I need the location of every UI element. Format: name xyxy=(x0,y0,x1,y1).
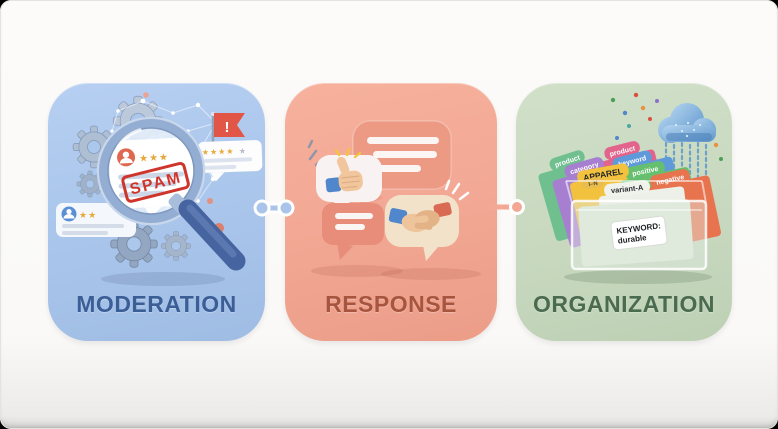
accent-dot xyxy=(143,92,149,98)
review-bubble-right: ★★★★ ★ xyxy=(197,140,263,182)
data-dots xyxy=(610,92,723,161)
lens-content: ★★★ SPAM xyxy=(108,136,195,215)
card-response-label: RESPONSE xyxy=(325,291,457,317)
card-organization: product product keyword category positiv… xyxy=(516,83,732,341)
card-response: RESPONSE xyxy=(285,83,497,341)
rating-stars-gold: ★★★★ xyxy=(202,147,235,157)
cloud-data-bits xyxy=(674,121,702,138)
folder-tab-label: I–N xyxy=(588,181,598,189)
card-organization-label: ORGANIZATION xyxy=(533,291,715,317)
folder-tab-label: variant-A xyxy=(610,183,644,195)
bin-shadow xyxy=(564,270,712,284)
magnifier-icon xyxy=(96,116,246,271)
moderation-illustration: ! ★★★★ ★ ★★ xyxy=(56,92,263,286)
connector-dumbbell-icon xyxy=(253,199,295,217)
bubble-shadow xyxy=(381,268,481,280)
sparkle-icon xyxy=(334,147,362,159)
cloud-icon xyxy=(658,103,716,143)
alert-flag-icon: ! xyxy=(211,112,245,147)
thumbs-up-icon xyxy=(325,156,363,193)
folder-tabs: product product keyword category positiv… xyxy=(549,141,690,197)
magnifier-shadow xyxy=(101,272,225,286)
storage-bin: KEYWORD: durable xyxy=(565,180,708,271)
gear-icon xyxy=(161,231,191,261)
organization-illustration: product product keyword category positiv… xyxy=(538,92,723,284)
rating-stars-gold: ★★★ xyxy=(139,152,169,165)
card-moderation: ! ★★★★ ★ ★★ xyxy=(48,83,265,341)
rating-stars-gold: ★★ xyxy=(79,211,97,221)
card-moderation-label: MODERATION xyxy=(76,291,237,317)
handshake-icon xyxy=(388,202,452,233)
keyword-label-line2: durable xyxy=(617,233,647,246)
keyword-label: KEYWORD: durable xyxy=(610,215,668,251)
accent-dot xyxy=(207,198,213,204)
folder-tab: variant-A xyxy=(604,180,651,197)
connector-dot-icon xyxy=(490,199,525,215)
chat-bubble-handshake xyxy=(385,195,459,261)
folder-tab: I–N xyxy=(582,176,604,190)
folder-tab: positive xyxy=(625,161,665,180)
folder-tab: negative xyxy=(650,169,690,189)
flag-exclamation: ! xyxy=(225,119,230,136)
rating-star-gray: ★ xyxy=(239,146,246,155)
response-illustration xyxy=(307,120,481,280)
accent-dashes xyxy=(444,179,470,201)
chat-bubble-small xyxy=(322,203,384,260)
bubble-shadow xyxy=(311,265,403,277)
